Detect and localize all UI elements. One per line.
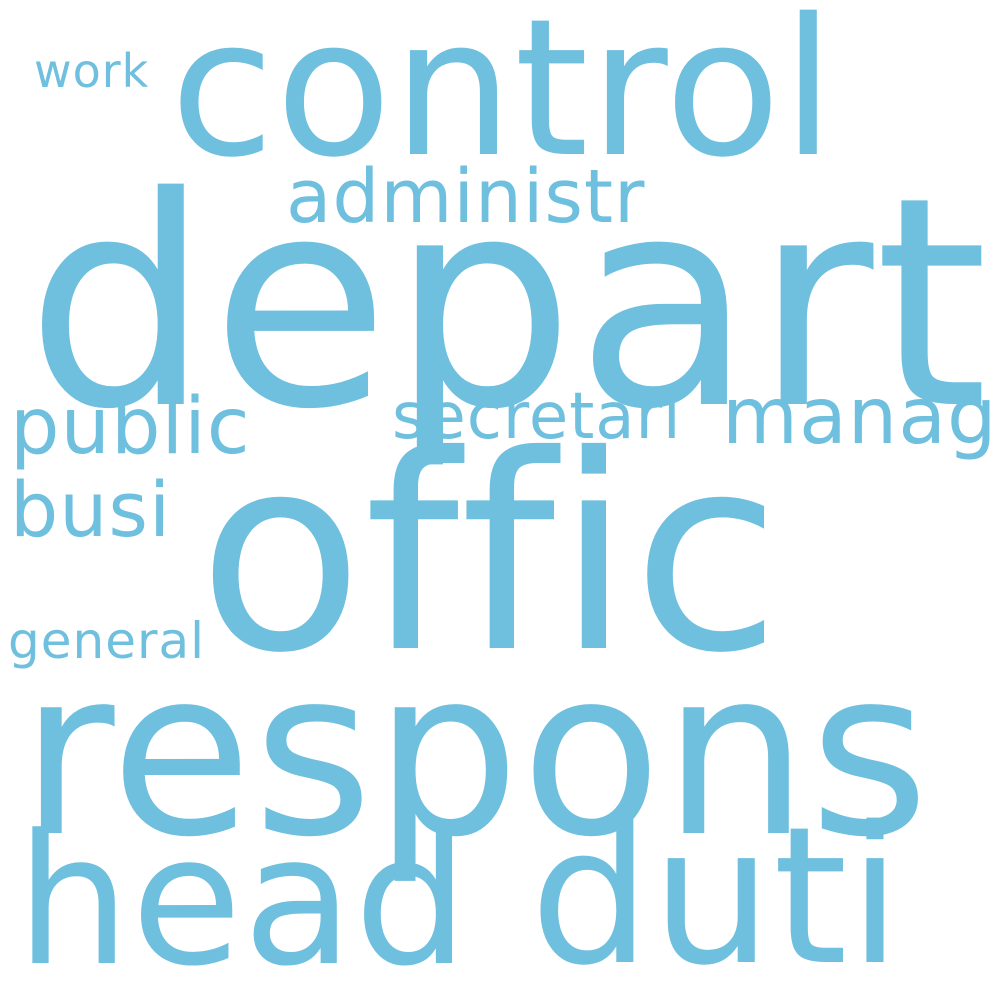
word-depart: depart xyxy=(26,136,990,473)
word-control: control xyxy=(170,0,836,199)
word-secretari: secretari xyxy=(392,380,682,454)
word-manag: manag xyxy=(722,372,998,462)
word-public: public xyxy=(10,382,251,472)
word-offic: offic xyxy=(198,397,782,712)
word-general: general xyxy=(8,612,206,670)
word-duti: duti xyxy=(530,786,903,1000)
word-work: work xyxy=(34,44,150,98)
word-respons: respons xyxy=(20,621,931,888)
word-head: head xyxy=(16,797,470,1000)
word-administr: administr xyxy=(286,154,646,240)
word-busi: busi xyxy=(10,465,172,554)
